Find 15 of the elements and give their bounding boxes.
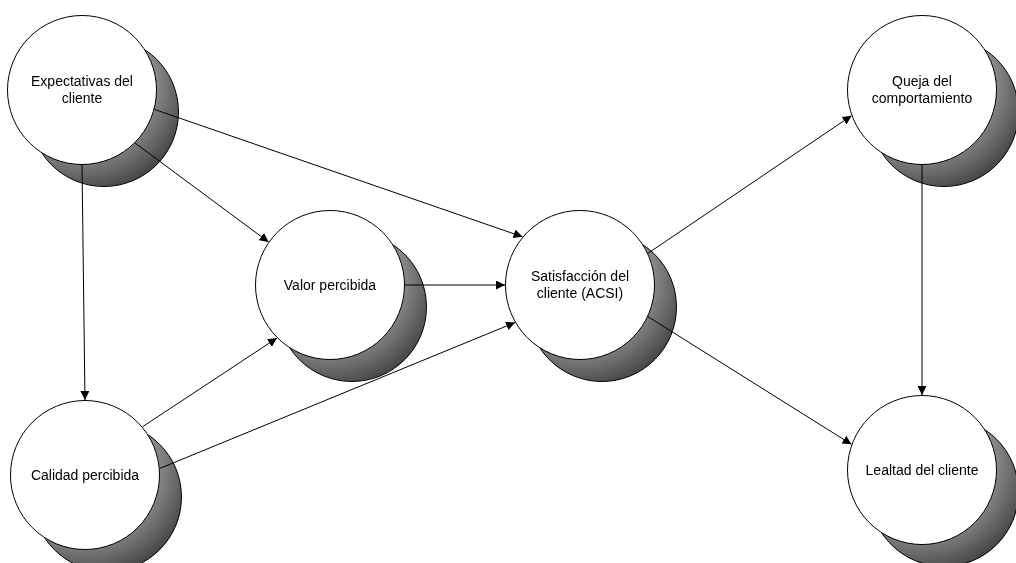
node-label: Valor percibida <box>282 276 378 294</box>
arrow <box>134 142 270 243</box>
node-label: Lealtad del cliente <box>864 461 980 479</box>
arrow <box>153 108 524 239</box>
arrow <box>141 337 278 428</box>
node-label: Expectativas del cliente <box>30 73 134 107</box>
node-label: Queja del comportamiento <box>870 73 974 107</box>
arrow <box>404 280 506 290</box>
arrow <box>647 316 852 445</box>
node-label: Calidad percibida <box>29 466 141 484</box>
arrow <box>917 164 927 396</box>
arrow <box>159 321 516 469</box>
arrow <box>647 115 852 254</box>
arrow <box>80 164 90 401</box>
node-label: Satisfacción del cliente (ACSI) <box>529 268 631 302</box>
